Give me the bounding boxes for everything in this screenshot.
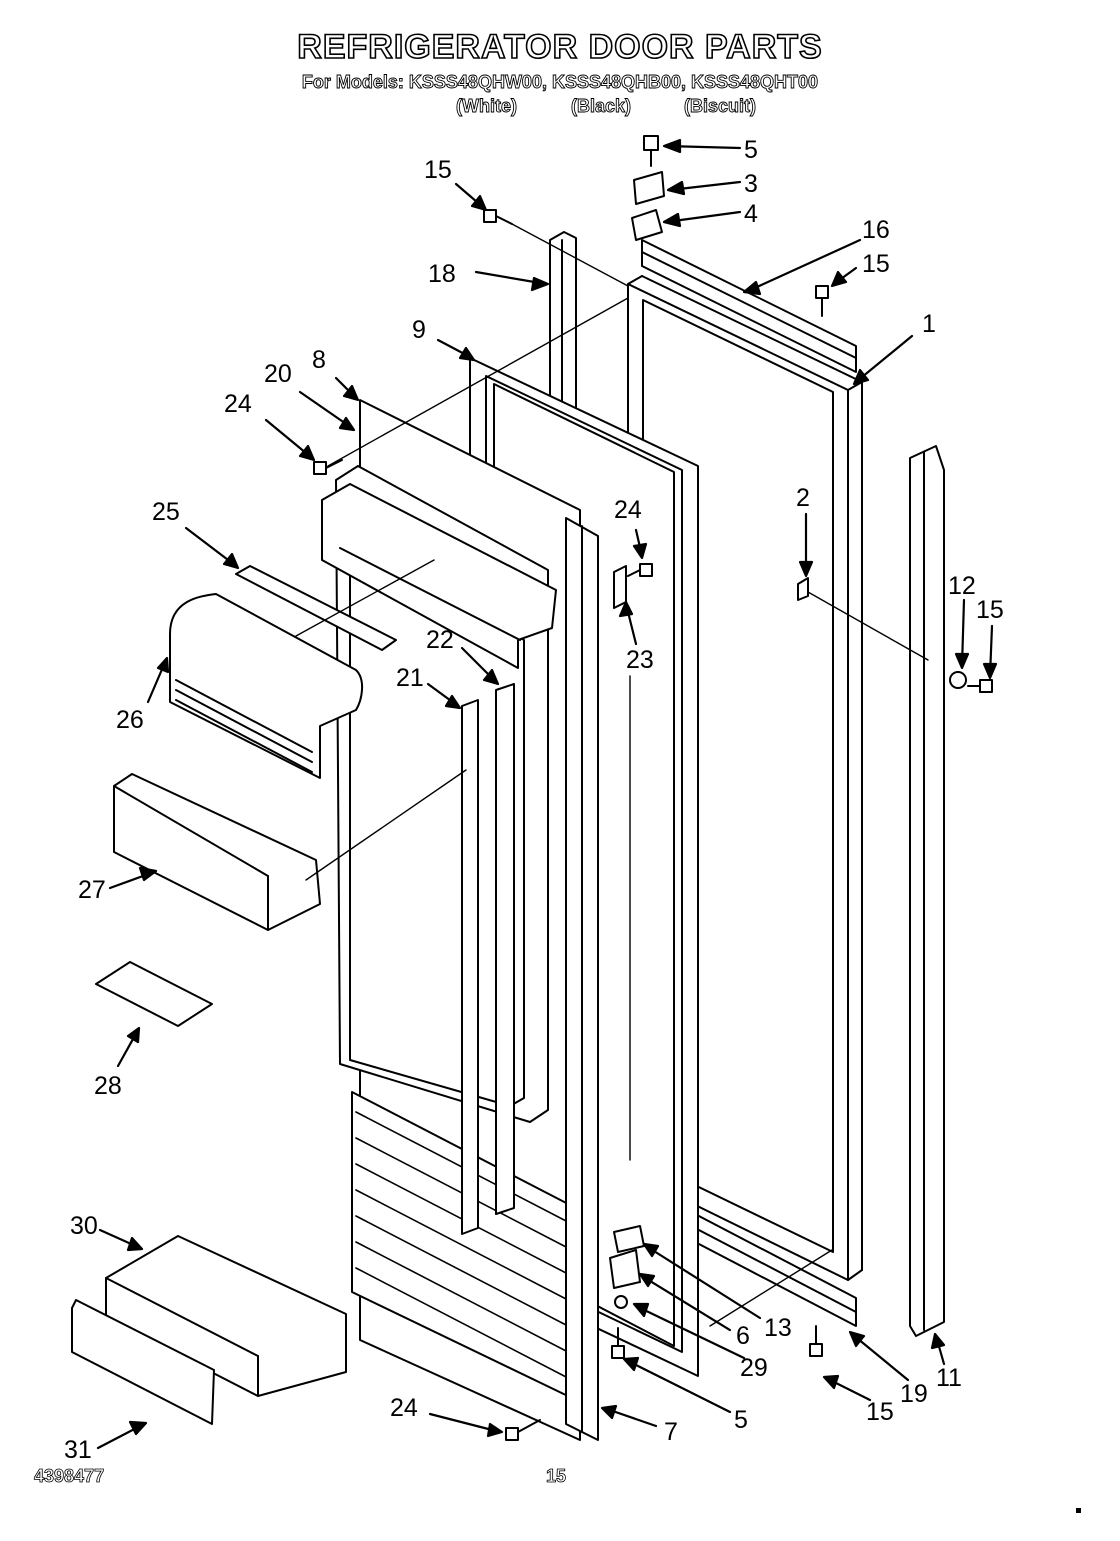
part-25-rail — [235, 565, 397, 651]
part-24-screw-mid — [627, 563, 653, 577]
callout-23: 23 — [626, 646, 654, 674]
part-15-screw-top-left — [483, 209, 513, 225]
callout-2: 2 — [796, 484, 810, 512]
part-16-top-rail — [641, 239, 857, 373]
part-12-washer — [949, 671, 967, 689]
variant-biscuit: (Biscuit) — [684, 96, 757, 117]
part-3-top-hinge — [633, 171, 665, 205]
callout-25: 25 — [152, 498, 180, 526]
callout-30: 30 — [70, 1212, 98, 1240]
callout-24-left: 24 — [224, 390, 252, 418]
models-line: For Models: KSSS48QHW00, KSSS48QHB00, KS… — [301, 72, 819, 93]
callout-12: 12 — [948, 572, 976, 600]
callout-8: 8 — [312, 346, 326, 374]
callout-7: 7 — [664, 1418, 678, 1446]
part-23-bracket — [613, 565, 627, 609]
variant-white: (White) — [456, 96, 518, 117]
page-title: REFRIGERATOR DOOR PARTS — [296, 27, 823, 67]
callout-24-mid: 24 — [614, 496, 642, 524]
part-2-clip — [797, 577, 809, 601]
callout-15-top-left: 15 — [424, 156, 452, 184]
callout-22: 22 — [426, 626, 454, 654]
part-6-bottom-hinge — [609, 1249, 641, 1289]
callout-3: 3 — [744, 170, 758, 198]
callout-27: 27 — [78, 876, 106, 904]
variant-black: (Black) — [571, 96, 632, 117]
part-26-shelf-cover — [169, 593, 363, 779]
part-13-bottom-hinge-plate — [613, 1225, 645, 1253]
callout-11: 11 — [936, 1364, 962, 1392]
callout-21: 21 — [396, 664, 424, 692]
callout-5-top: 5 — [744, 136, 758, 164]
part-15-screw-top-right — [815, 285, 829, 317]
callout-28: 28 — [94, 1072, 122, 1100]
callout-13: 13 — [764, 1314, 792, 1342]
page-number: 15 — [546, 1466, 567, 1487]
callout-15-right: 15 — [976, 596, 1004, 624]
part-5-screw-top — [643, 135, 659, 167]
part-28-tray — [95, 961, 213, 1027]
callout-29: 29 — [740, 1354, 768, 1382]
callout-19: 19 — [900, 1380, 928, 1408]
part-22-rail — [495, 683, 515, 1215]
callout-15-bottom: 15 — [866, 1398, 894, 1426]
callout-9: 9 — [412, 316, 426, 344]
part-21-rail — [461, 699, 479, 1235]
callout-20: 20 — [264, 360, 292, 388]
callout-5-bottom: 5 — [734, 1406, 748, 1434]
corner-dot — [1076, 1508, 1081, 1513]
callout-1: 1 — [922, 310, 936, 338]
callout-6: 6 — [736, 1322, 750, 1350]
part-15-screw-right — [967, 679, 993, 693]
callout-15-top-right: 15 — [862, 250, 890, 278]
part-11-side-strip — [909, 445, 945, 1337]
callout-31: 31 — [64, 1436, 92, 1464]
callout-24-bottom: 24 — [390, 1394, 418, 1422]
part-27-door-bin — [113, 773, 321, 931]
part-29-washer — [614, 1295, 628, 1309]
part-31-trim — [71, 1299, 215, 1425]
part-7-strip — [565, 517, 599, 1441]
callout-16: 16 — [862, 216, 890, 244]
callout-26: 26 — [116, 706, 144, 734]
part-24-screw-bottom — [505, 1419, 541, 1441]
part-24-screw-left — [313, 459, 343, 475]
part-5-screw-bottom — [611, 1327, 625, 1359]
doc-number: 4398477 — [34, 1466, 105, 1487]
callout-4: 4 — [744, 200, 758, 228]
part-4-hinge-plate — [631, 209, 663, 241]
part-8-inner-liner — [321, 399, 581, 1441]
part-15-screw-bottom — [809, 1325, 823, 1357]
callout-18: 18 — [428, 260, 456, 288]
